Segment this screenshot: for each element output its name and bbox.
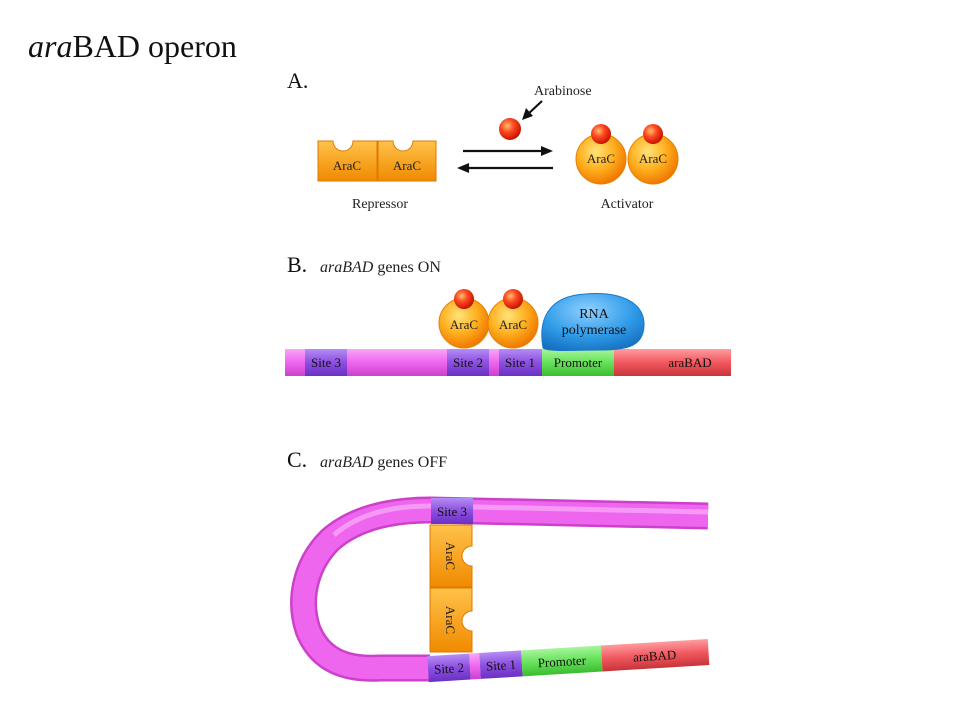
panel-a-label: A. [287, 68, 308, 93]
site-3-label: Site 3 [311, 355, 341, 370]
arac-label: AraC [450, 317, 478, 332]
activator-label: Activator [601, 197, 654, 212]
arabad-gene-segment [614, 349, 731, 376]
site-1-label: Site 1 [486, 657, 517, 674]
site-2-label: Site 2 [434, 660, 465, 677]
promoter-label: Promoter [537, 652, 587, 670]
dna-loop-off: Site 3 Site 2 Site 1 Promoter araBAD [290, 496, 710, 683]
promoter-segment [542, 349, 614, 376]
panel-b-label: B. [287, 252, 307, 277]
arabinose-arrow [522, 100, 543, 120]
arabinose-label: Arabinose [534, 84, 592, 99]
arabad-label: araBAD [633, 647, 677, 665]
page-title: araBAD operon [28, 28, 237, 64]
arac-label: AraC [393, 158, 421, 173]
promoter-label: Promoter [554, 355, 603, 370]
site-2-label: Site 2 [453, 355, 483, 370]
looping-arac-repressor: AraC AraC [429, 524, 473, 653]
site-1-segment [499, 349, 542, 376]
site-2-segment [447, 349, 489, 376]
activator-arac-dimer: AraC AraC [575, 124, 679, 185]
site-3-label: Site 3 [437, 504, 467, 519]
arac-label: AraC [443, 542, 458, 570]
site-3-segment [305, 349, 347, 376]
arabinose-molecule [643, 124, 663, 144]
arabinose-molecule [503, 289, 523, 309]
site-1-segment [479, 650, 523, 679]
panel-c-heading: araBAD genes OFF [320, 454, 447, 471]
bound-arac-activator: AraC AraC [438, 289, 539, 349]
panel-b-heading: araBAD genes ON [320, 259, 441, 276]
rna-polymerase-label-line2: polymerase [562, 323, 627, 338]
arabinose-molecule [499, 118, 521, 140]
repressor-arac-dimer: AraC AraC [317, 140, 437, 182]
arac-label: AraC [587, 151, 615, 166]
dna-strand-on: Site 3 Site 2 Site 1 Promoter araBAD [285, 349, 731, 376]
repressor-label: Repressor [352, 197, 408, 212]
arabad-label: araBAD [668, 355, 711, 370]
rna-polymerase: RNA polymerase [541, 293, 645, 351]
arac-label: AraC [443, 606, 458, 634]
arac-label: AraC [333, 158, 361, 173]
arabad-gene-segment [600, 638, 710, 672]
site-1-label: Site 1 [505, 355, 535, 370]
promoter-segment [521, 645, 603, 677]
site-2-segment [427, 653, 471, 683]
panel-c-label: C. [287, 447, 307, 472]
site-3-segment [431, 498, 473, 524]
rna-polymerase-label-line1: RNA [579, 307, 609, 322]
arabinose-molecule [591, 124, 611, 144]
equilibrium-arrows [457, 146, 553, 173]
arac-label: AraC [499, 317, 527, 332]
arabinose-molecule [454, 289, 474, 309]
arac-label: AraC [639, 151, 667, 166]
